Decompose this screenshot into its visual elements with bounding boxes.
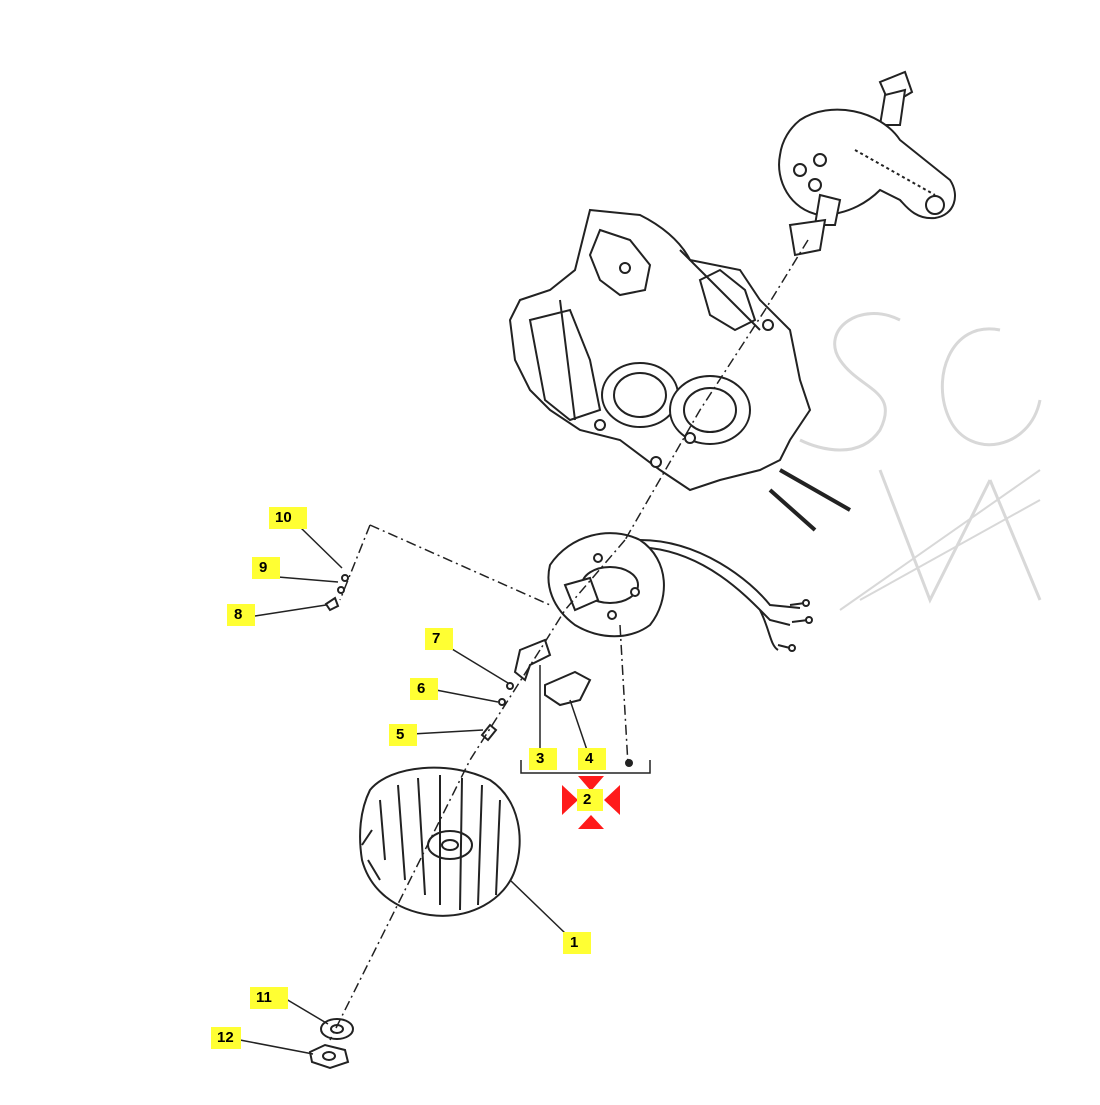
stator-plate-drawing <box>547 532 813 652</box>
flywheel-drawing <box>359 766 521 917</box>
part-label-6: 6 <box>417 680 426 697</box>
part-label-10: 10 <box>275 509 292 526</box>
part-label-2: 2 <box>583 791 592 808</box>
part-label-7: 7 <box>432 630 441 647</box>
fastener-drawings <box>324 574 514 742</box>
nut-washer-drawing <box>308 1018 354 1070</box>
crankcase-drawing <box>508 208 851 532</box>
label-highlights <box>211 507 606 1049</box>
part-label-3: 3 <box>536 750 545 767</box>
part-label-1: 1 <box>570 934 579 951</box>
leader-lines <box>239 526 651 1055</box>
part-label-5: 5 <box>396 726 405 743</box>
watermark-logo <box>799 312 1042 611</box>
part-label-9: 9 <box>259 559 268 576</box>
selection-marker <box>562 776 620 829</box>
part-label-11: 11 <box>256 989 272 1006</box>
assembly-axis-lines <box>329 239 809 1041</box>
crankshaft-drawing <box>778 70 956 257</box>
bracket-dot <box>625 759 633 767</box>
part-label-4: 4 <box>585 750 594 767</box>
contact-breaker-drawing <box>513 638 592 707</box>
part-label-12: 12 <box>217 1029 234 1046</box>
part-label-8: 8 <box>234 606 243 623</box>
